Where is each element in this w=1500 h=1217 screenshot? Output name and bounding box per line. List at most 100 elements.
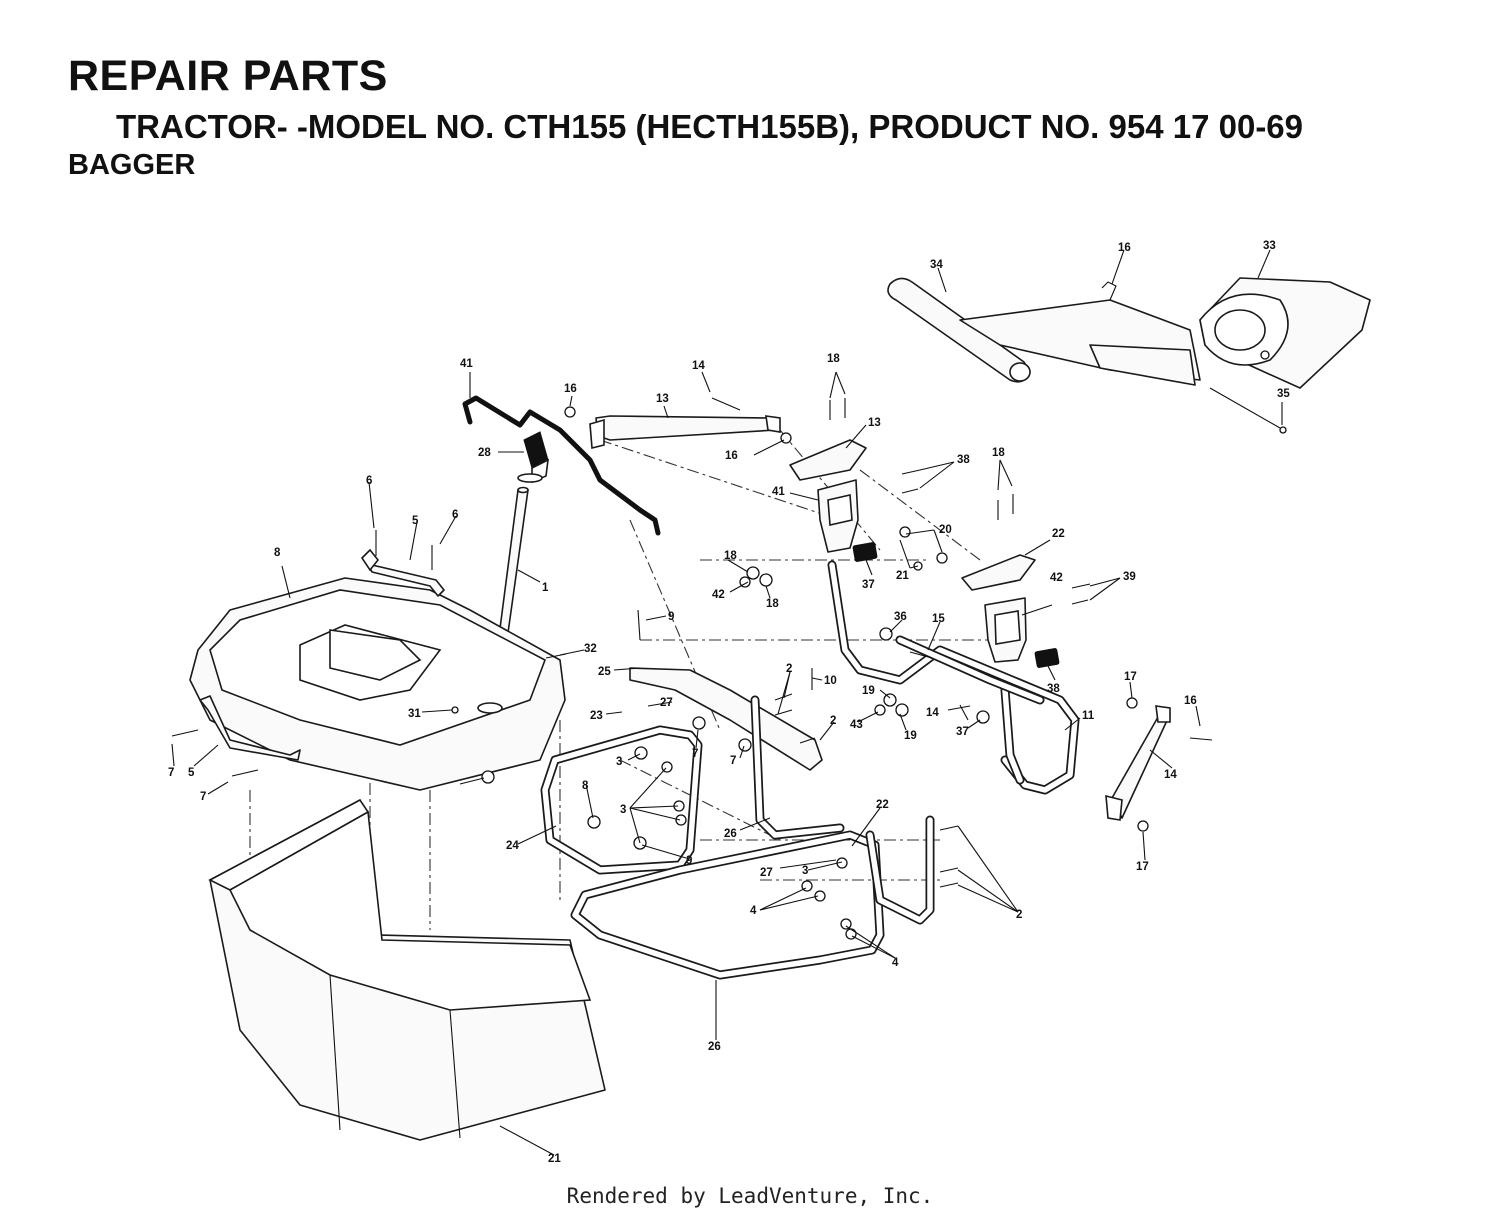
callout-42-a: 42 (712, 589, 725, 601)
bracket-41-left (817, 479, 859, 553)
callout-14-a: 15 (932, 613, 945, 625)
footer-credit: Rendered by LeadVenture, Inc. (566, 1184, 934, 1208)
callout-39: 41 (460, 358, 473, 370)
callout-19-a: 20 (939, 524, 952, 536)
handle-4-front (199, 695, 301, 761)
handle-bar-34 (887, 277, 1201, 386)
callout-36-a: 36 (894, 611, 907, 623)
bungee-cord-39 (462, 395, 661, 536)
callout-31: 31 (408, 708, 421, 720)
bag-frame-10 (827, 560, 1080, 795)
callout-34: 34 (930, 259, 943, 271)
bracket-11-right (1105, 705, 1171, 821)
callout-12: 13 (868, 417, 881, 429)
plug-37-right (1034, 648, 1060, 668)
callout-2-b: 2 (830, 715, 836, 727)
callout-35: 35 (1277, 388, 1290, 400)
callout-3-a: 3 (616, 756, 622, 768)
callout-13-a: 14 (692, 360, 705, 372)
callout-16-b: 16 (725, 450, 738, 462)
callout-22-b: 22 (876, 799, 889, 811)
hair-pin-15 (1101, 281, 1117, 301)
callout-3-d: 4 (750, 905, 757, 917)
callout-23: 24 (506, 840, 519, 852)
callout-41-b: 42 (1050, 572, 1063, 584)
callout-37-b: 38 (1047, 683, 1060, 695)
callout-16-a: 16 (564, 383, 577, 395)
callout-6-b: 7 (200, 791, 206, 803)
callout-27-a: 27 (660, 697, 673, 709)
callout-10: 11 (1082, 710, 1095, 722)
callout-32: 32 (584, 643, 597, 655)
bagger-cover-8 (189, 577, 566, 791)
frame-23 (540, 725, 703, 875)
callout-11-a: 13 (656, 393, 669, 405)
callout-7-b: 7 (730, 755, 736, 767)
callout-1: 1 (542, 582, 549, 594)
latch-12 (789, 439, 867, 481)
callout-7-d: 9 (686, 855, 692, 867)
callout-41-a: 41 (772, 486, 785, 498)
callout-9-a: 9 (668, 611, 674, 623)
callout-18-d: 19 (904, 730, 917, 742)
callout-6-a: 7 (168, 767, 174, 779)
grip-28 (517, 431, 549, 484)
callout-18-b: 18 (766, 598, 779, 610)
callout-21: 21 (548, 1153, 561, 1165)
callout-17-a: 18 (827, 353, 840, 365)
callout-37-a: 37 (862, 579, 875, 591)
callout-17-b: 18 (992, 447, 1005, 459)
callout-5-a: 6 (366, 475, 372, 487)
callout-3-e: 4 (892, 957, 899, 969)
callout-22-a: 23 (590, 710, 603, 722)
callout-38-b: 39 (1123, 571, 1136, 583)
callout-38-a: 38 (957, 454, 970, 466)
pin-35 (1209, 387, 1287, 434)
callout-labels: 41 28 1 16 13 14 16 18 13 38 41 18 42 18… (168, 240, 1290, 1165)
bracket-24 (629, 667, 823, 771)
callout-4-a: 5 (412, 515, 419, 527)
section-title: BAGGER (68, 149, 196, 181)
callout-33: 33 (1263, 240, 1276, 252)
callout-15: 16 (1118, 242, 1131, 254)
callout-2-c: 2 (1016, 909, 1022, 921)
callout-25: 26 (724, 828, 737, 840)
callout-16-c: 17 (1124, 671, 1137, 683)
callout-14-b: 14 (926, 707, 939, 719)
callout-16-d: 17 (1136, 861, 1149, 873)
handle-4-top (360, 548, 445, 597)
callout-9-b: 10 (824, 675, 837, 687)
model-subtitle: TRACTOR- -MODEL NO. CTH155 (HECTH155B), … (116, 108, 1304, 145)
chute-adapter-33 (1199, 277, 1371, 389)
callout-28: 28 (478, 447, 491, 459)
latch-20 (961, 554, 1036, 591)
callout-36-b: 37 (956, 726, 969, 738)
callout-7-a: 7 (692, 748, 698, 760)
bracket-11-top (589, 415, 781, 450)
callout-19-b: 21 (896, 570, 909, 582)
callout-11-b: 14 (1164, 769, 1177, 781)
grass-bag-21 (208, 798, 606, 1141)
callout-42-b: 43 (850, 719, 863, 731)
callout-13-b: 16 (1184, 695, 1197, 707)
callout-27-b: 27 (760, 867, 773, 879)
callout-20: 22 (1052, 528, 1065, 540)
callout-8: 8 (274, 547, 281, 559)
callout-3-c: 3 (802, 865, 808, 877)
callout-3-b: 3 (620, 804, 626, 816)
callout-26: 26 (708, 1041, 721, 1053)
callout-24: 25 (598, 666, 611, 678)
hardware (171, 397, 1213, 940)
frame-26 (570, 815, 935, 980)
frame-25 (750, 695, 845, 840)
callout-2-a: 2 (786, 663, 792, 675)
plug-37-left (852, 542, 878, 562)
callout-4-b: 5 (188, 767, 195, 779)
bracket-41-right (984, 597, 1027, 663)
callout-5-b: 6 (452, 509, 458, 521)
callout-7-c: 8 (582, 780, 589, 792)
callout-18-c: 19 (862, 685, 875, 697)
callout-leaders (171, 249, 1283, 1156)
callout-18-a: 18 (724, 550, 737, 562)
